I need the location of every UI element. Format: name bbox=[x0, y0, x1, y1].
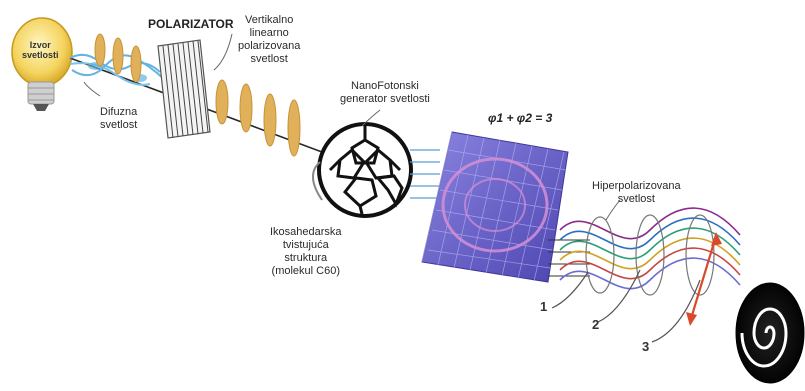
label-pointer bbox=[605, 199, 621, 221]
diffuse-light-line2: svetlost bbox=[100, 119, 138, 131]
unpolarized-waves bbox=[94, 33, 142, 83]
hyperpolarized-label: Hiperpolarizovana svetlost bbox=[592, 180, 681, 206]
light-source-label: Izvor svetlosti bbox=[22, 40, 59, 60]
diffuse-light-line1: Difuzna bbox=[100, 106, 138, 118]
icosahedral-line1: Ikosahedarska bbox=[270, 226, 342, 238]
nanophotonic-line2: generator svetlosti bbox=[340, 93, 430, 105]
light-bulb-icon bbox=[11, 17, 73, 111]
nanophotonic-grid bbox=[421, 131, 569, 283]
polarization-axis-arrow bbox=[686, 232, 722, 326]
c60-molecule bbox=[312, 122, 413, 218]
hyperpolarized-line2: svetlost bbox=[617, 193, 655, 205]
vertical-polarized-line3: polarizovana bbox=[238, 40, 301, 52]
polarizer-label: POLARIZATOR bbox=[148, 17, 234, 31]
diffuse-light-label: Difuzna svetlost bbox=[100, 106, 137, 132]
hyperpolarized-wave-bundle bbox=[559, 207, 741, 296]
nanophotonic-line1: NanoFotonski bbox=[351, 80, 419, 92]
beam-to-bundle bbox=[548, 239, 590, 277]
numbered-pointers bbox=[551, 269, 701, 343]
hyperpolarized-line1: Hiperpolarizovana bbox=[592, 180, 681, 192]
spiral-vortex-icon bbox=[735, 282, 805, 384]
polarized-waves bbox=[215, 79, 301, 157]
vertical-polarized-label: Vertikalno linearno polarizovana svetlos… bbox=[238, 14, 300, 66]
vertical-polarized-line2: linearno bbox=[249, 27, 289, 39]
label-pointer bbox=[83, 81, 101, 97]
number-2-label: 2 bbox=[592, 317, 600, 332]
polarizer-grid bbox=[157, 39, 211, 139]
icosahedral-label: Ikosahedarska tvistujuća struktura (mole… bbox=[270, 226, 342, 278]
icosahedral-line3: struktura bbox=[284, 252, 328, 264]
formula-label: φ1 + φ2 = 3 bbox=[488, 111, 553, 125]
light-source-label-line2: svetlosti bbox=[22, 50, 59, 60]
label-pointer bbox=[361, 109, 381, 127]
nanophotonic-label: NanoFotonski generator svetlosti bbox=[340, 80, 430, 106]
vertical-polarized-line4: svetlost bbox=[250, 53, 288, 65]
number-1-label: 1 bbox=[540, 299, 548, 314]
label-pointer bbox=[213, 33, 233, 71]
beam-to-grid bbox=[410, 149, 440, 199]
light-source-label-line1: Izvor bbox=[29, 40, 51, 50]
vertical-polarized-line1: Vertikalno bbox=[245, 14, 294, 26]
icosahedral-line4: (molekul C60) bbox=[271, 265, 340, 277]
icosahedral-line2: tvistujuća bbox=[282, 239, 329, 251]
number-3-label: 3 bbox=[642, 339, 650, 354]
